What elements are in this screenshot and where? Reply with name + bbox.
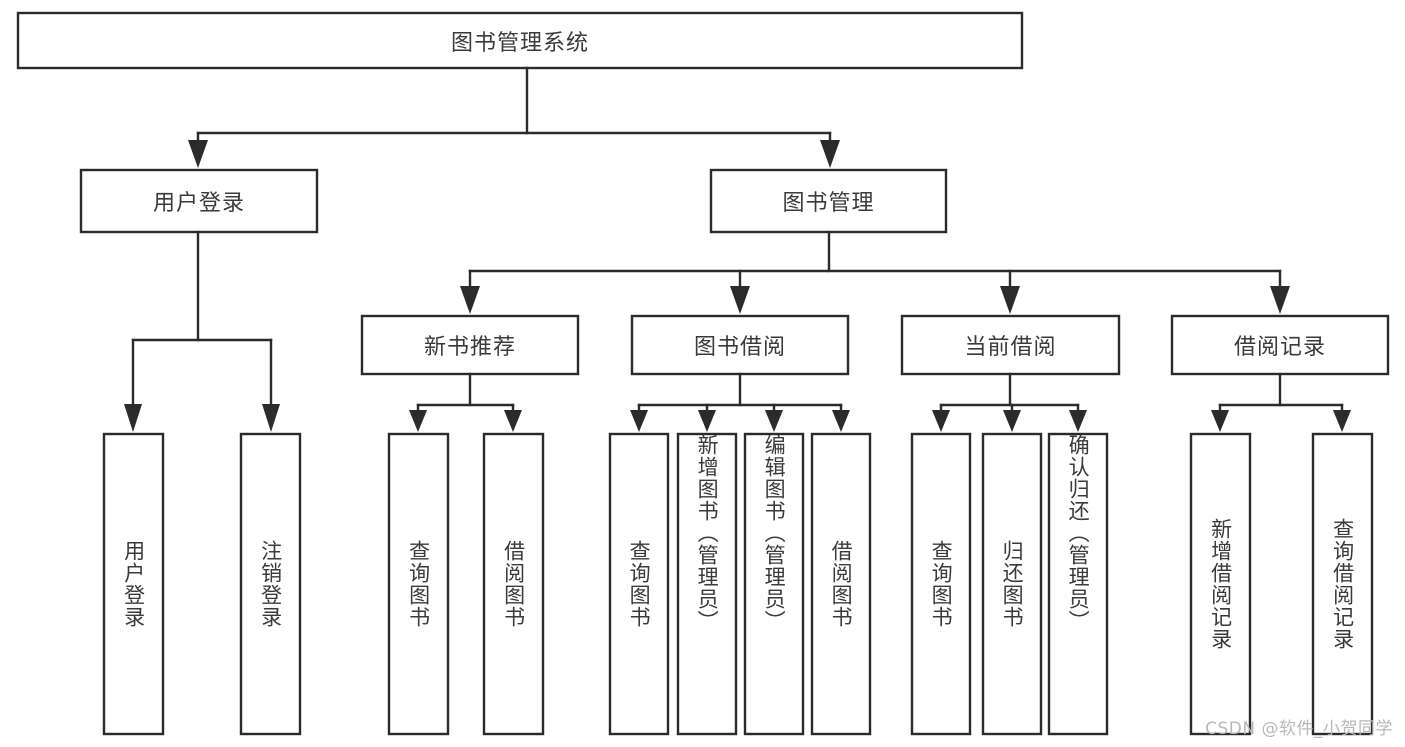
connector-new-book-recommend-to-leaves (409, 372, 522, 432)
arrow-head-leaf-user-logout (262, 404, 280, 432)
connector-current-borrow-to-leaves (932, 372, 1087, 432)
arrow-head-leaf-query-book-current (932, 410, 950, 432)
connector-user-login-to-leaves (124, 230, 280, 432)
leaf-box-user-login[interactable] (102, 432, 165, 736)
arrow-head-leaf-edit-book (765, 410, 783, 432)
arrow-head-leaf-return-book (1003, 410, 1021, 432)
arrow-head-new-book-recommend (460, 286, 480, 314)
leaf-box-query-book-borrow[interactable] (608, 432, 670, 736)
node-box-root[interactable] (16, 11, 1024, 70)
arrow-head-leaf-borrow-book-recommend (504, 410, 522, 432)
arrow-head-current-borrow (1000, 286, 1020, 314)
watermark-text: CSDN @软件_小贺同学 (1205, 719, 1393, 739)
node-box-current-borrow[interactable] (900, 314, 1121, 376)
node-box-new-book-recommend[interactable] (360, 314, 580, 376)
node-box-borrow-record[interactable] (1170, 314, 1390, 376)
leaf-box-add-book[interactable] (676, 432, 738, 736)
node-box-book-management[interactable] (709, 168, 948, 234)
leaf-box-confirm-return[interactable] (1047, 432, 1109, 736)
arrow-head-leaf-add-book (698, 410, 716, 432)
leaf-box-user-logout[interactable] (239, 432, 302, 736)
leaf-box-query-book-recommend[interactable] (387, 432, 450, 736)
arrow-head-leaf-query-book-recommend (409, 410, 427, 432)
arrow-head-leaf-user-login (124, 404, 142, 432)
leaf-box-add-borrow-record[interactable] (1189, 432, 1252, 736)
arrow-head-book-borrow (730, 286, 750, 314)
leaf-box-borrow-book[interactable] (810, 432, 872, 736)
leaf-box-return-book[interactable] (981, 432, 1043, 736)
connector-root-to-level2 (188, 66, 840, 168)
arrow-head-leaf-add-borrow-record (1211, 410, 1229, 432)
node-box-user-login[interactable] (79, 168, 319, 234)
connector-book-borrow-to-leaves (630, 372, 850, 432)
leaf-box-query-book-current[interactable] (910, 432, 972, 736)
arrow-head-borrow-record (1270, 286, 1290, 314)
arrow-head-leaf-confirm-return (1069, 410, 1087, 432)
connector-borrow-record-to-leaves (1211, 372, 1351, 432)
arrow-head-leaf-query-book-borrow (630, 410, 648, 432)
arrow-head-book-management (820, 140, 840, 168)
connector-book-management-to-level3 (460, 230, 1290, 314)
leaf-box-borrow-book-recommend[interactable] (482, 432, 545, 736)
arrow-head-user-login (188, 140, 208, 168)
leaf-box-edit-book[interactable] (743, 432, 805, 736)
node-box-book-borrow[interactable] (630, 314, 850, 376)
leaf-box-query-borrow-record[interactable] (1311, 432, 1374, 736)
arrow-head-leaf-query-borrow-record (1333, 410, 1351, 432)
arrow-head-leaf-borrow-book (832, 410, 850, 432)
